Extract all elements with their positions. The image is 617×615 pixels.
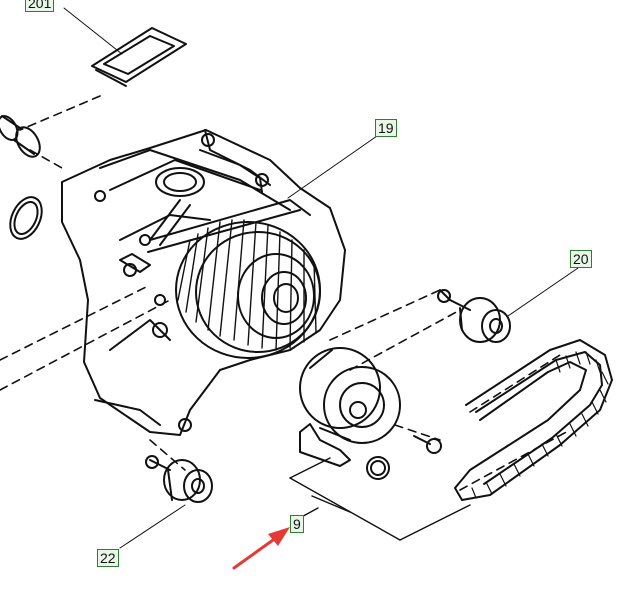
leader-line-20	[507, 267, 579, 317]
part-19-housing	[61, 129, 346, 436]
leader-line-19	[287, 135, 378, 199]
part-o-ring	[9, 196, 43, 240]
part-20-idler	[437, 289, 511, 343]
part-label-20: 20	[570, 250, 592, 268]
leader-line-22	[119, 504, 186, 549]
part-9-bracket	[289, 457, 471, 541]
part-label-22: 22	[97, 549, 119, 567]
part-201-gasket	[91, 27, 187, 87]
leader-line-201	[63, 7, 123, 55]
red-arrow-icon	[232, 527, 290, 570]
part-9-tensioner	[299, 347, 442, 480]
timing-belt-teeth	[471, 351, 609, 499]
timing-gear-teeth	[177, 219, 317, 351]
timing-belt	[454, 339, 613, 501]
part-label-19: 19	[375, 119, 397, 137]
part-label-201: 201	[25, 0, 55, 12]
assembly-dashed-lines	[0, 95, 571, 491]
part-label-9: 9	[290, 515, 304, 533]
part-22-idler	[145, 455, 213, 503]
part-bush	[0, 115, 41, 158]
